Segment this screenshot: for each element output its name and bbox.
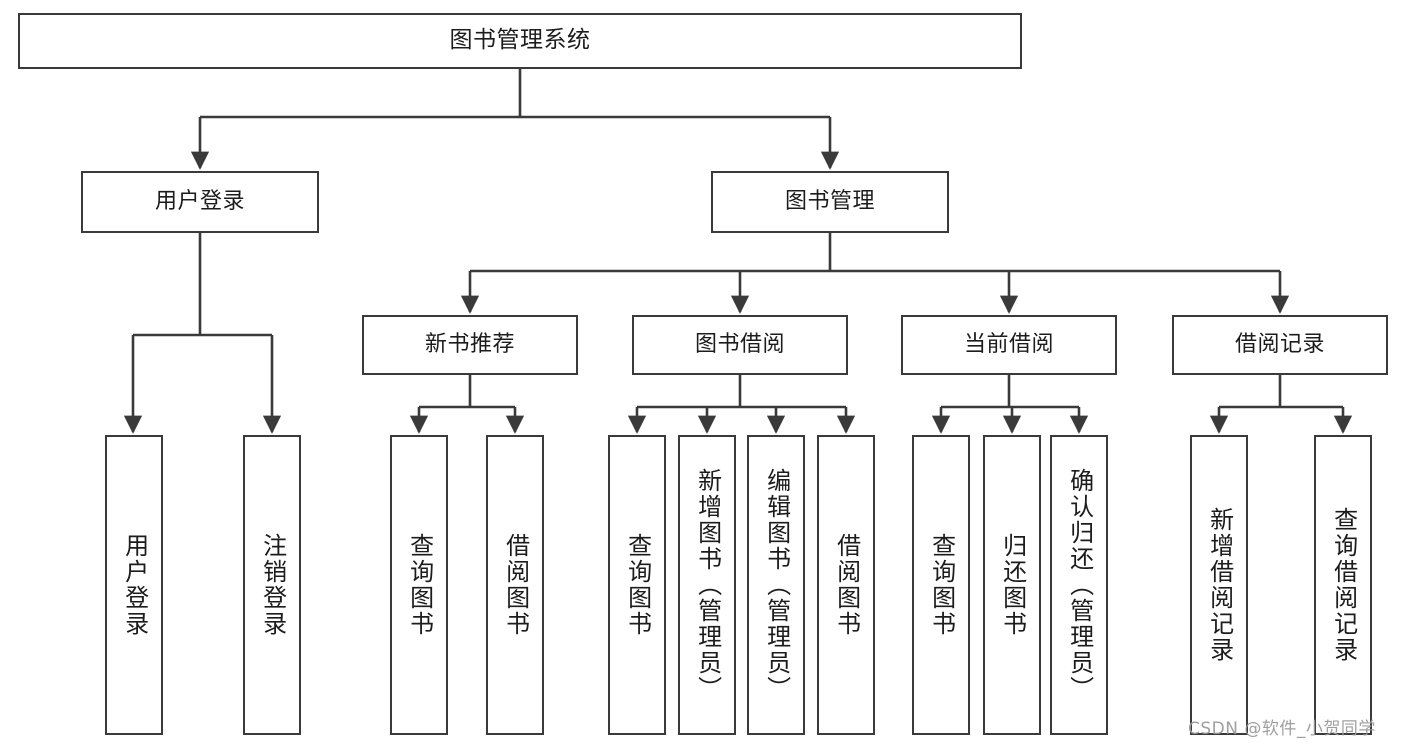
node-new-book-rec[interactable]: 新书推荐 xyxy=(362,315,578,375)
node-leaf-logout[interactable]: 注销登录 xyxy=(243,435,301,735)
node-leaf-confirm-return-label: 确认归还（管理员） xyxy=(1065,468,1094,702)
node-leaf-query-book-b-label: 查询图书 xyxy=(623,533,652,637)
node-leaf-borrow-book-b-label: 借阅图书 xyxy=(832,533,861,637)
node-leaf-edit-book[interactable]: 编辑图书（管理员） xyxy=(747,435,805,735)
node-leaf-query-book-b[interactable]: 查询图书 xyxy=(608,435,666,735)
node-leaf-borrow-book-rec-label: 借阅图书 xyxy=(501,533,530,637)
node-leaf-user-login-label: 用户登录 xyxy=(120,533,149,637)
node-root-label: 图书管理系统 xyxy=(449,27,591,54)
node-leaf-query-book-c[interactable]: 查询图书 xyxy=(912,435,970,735)
node-leaf-borrow-book-rec[interactable]: 借阅图书 xyxy=(486,435,544,735)
node-current-borrow-label: 当前借阅 xyxy=(963,332,1054,358)
watermark-text: CSDN @软件_小贺同学 xyxy=(1188,719,1376,739)
node-user-login-label: 用户登录 xyxy=(154,189,245,215)
node-new-book-rec-label: 新书推荐 xyxy=(424,332,515,358)
node-book-manage[interactable]: 图书管理 xyxy=(711,171,949,233)
node-leaf-logout-label: 注销登录 xyxy=(258,533,287,637)
node-leaf-return-book[interactable]: 归还图书 xyxy=(983,435,1041,735)
node-book-manage-label: 图书管理 xyxy=(784,189,875,215)
node-current-borrow[interactable]: 当前借阅 xyxy=(901,315,1117,375)
node-leaf-return-book-label: 归还图书 xyxy=(998,533,1027,637)
node-leaf-add-record-label: 新增借阅记录 xyxy=(1205,507,1234,663)
node-leaf-query-book-c-label: 查询图书 xyxy=(927,533,956,637)
node-leaf-query-record-label: 查询借阅记录 xyxy=(1329,507,1358,663)
node-leaf-confirm-return[interactable]: 确认归还（管理员） xyxy=(1050,435,1108,735)
node-root[interactable]: 图书管理系统 xyxy=(18,13,1022,69)
node-borrow-record-label: 借阅记录 xyxy=(1234,332,1325,358)
node-leaf-user-login[interactable]: 用户登录 xyxy=(105,435,163,735)
node-leaf-add-book-label: 新增图书（管理员） xyxy=(693,468,722,702)
node-leaf-add-record[interactable]: 新增借阅记录 xyxy=(1190,435,1248,735)
node-leaf-edit-book-label: 编辑图书（管理员） xyxy=(762,468,791,702)
node-leaf-query-book-rec[interactable]: 查询图书 xyxy=(390,435,448,735)
node-leaf-query-record[interactable]: 查询借阅记录 xyxy=(1314,435,1372,735)
node-book-borrow-label: 图书借阅 xyxy=(694,332,785,358)
node-leaf-add-book[interactable]: 新增图书（管理员） xyxy=(678,435,736,735)
node-user-login[interactable]: 用户登录 xyxy=(81,171,319,233)
node-book-borrow[interactable]: 图书借阅 xyxy=(632,315,848,375)
node-borrow-record[interactable]: 借阅记录 xyxy=(1172,315,1388,375)
node-leaf-query-book-rec-label: 查询图书 xyxy=(405,533,434,637)
node-leaf-borrow-book-b[interactable]: 借阅图书 xyxy=(817,435,875,735)
